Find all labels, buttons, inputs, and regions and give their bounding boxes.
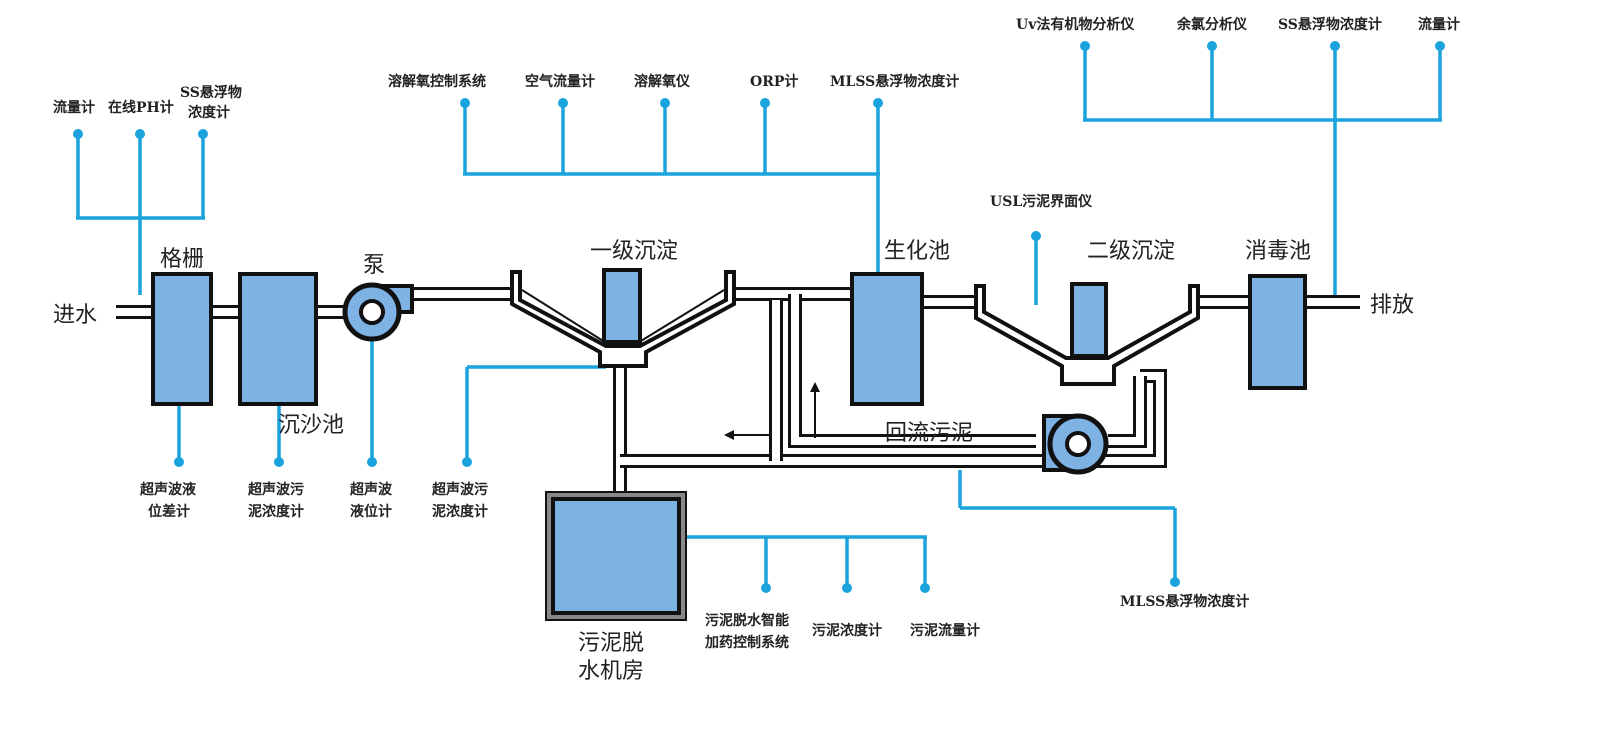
usl-sensor-icon	[1031, 231, 1041, 241]
mlss-top-sensor-icon	[873, 98, 883, 108]
level-diff-sensor-icon	[174, 457, 184, 467]
orp-sensor-icon	[760, 98, 770, 108]
do-meter-sensor-icon	[660, 98, 670, 108]
do-control-label: 溶解氧控制系统	[388, 73, 486, 90]
disinfection-label: 消毒池	[1245, 239, 1311, 264]
do-meter-label: 溶解氧仪	[634, 73, 691, 90]
uv-organic-label: Uv法有机物分析仪	[1016, 16, 1135, 33]
pipes	[116, 287, 1360, 492]
usl-instrument	[1031, 231, 1041, 305]
bio-tank-label: 生化池	[884, 239, 950, 264]
grille-label: 格栅	[160, 247, 204, 272]
inlet-instrument-tree	[73, 129, 208, 295]
secondary-settling-label: 二级沉淀	[1087, 239, 1175, 264]
bio-tank	[850, 272, 924, 406]
dewatering-room	[545, 491, 687, 621]
return-pump-icon	[1042, 413, 1109, 475]
grit-sludge-label-2: 泥浓度计	[248, 503, 304, 520]
pump-icon	[342, 282, 414, 342]
inlet-ss-sensor-icon	[198, 129, 208, 139]
mlss-top-label: MLSS悬浮物浓度计	[830, 73, 959, 90]
inlet-ph-sensor-icon	[135, 129, 145, 139]
inlet-flow-sensor-icon	[73, 129, 83, 139]
pump-level-sensor-icon	[367, 457, 377, 467]
primary-sludge-sensor-icon	[462, 457, 472, 467]
bio-instrument-tree	[460, 98, 883, 272]
dewatering-label-2: 水机房	[578, 659, 644, 684]
grit-sludge-label-1: 超声波污	[247, 481, 304, 498]
dewatering-label-1: 污泥脱	[578, 631, 644, 656]
air-flow-label: 空气流量计	[525, 73, 595, 90]
bottom-instruments	[174, 330, 1180, 593]
pump-level-label-2: 液位计	[350, 503, 392, 520]
inlet-ss-label-2: 浓度计	[188, 104, 230, 121]
primary-settling-tank	[510, 268, 736, 368]
chlorine-sensor-icon	[1207, 41, 1217, 51]
sludge-flow-label: 污泥流量计	[910, 622, 980, 639]
mlss-bottom-sensor-icon	[1170, 577, 1180, 587]
sludge-flow-sensor-icon	[920, 583, 930, 593]
sludge-conc-label: 污泥浓度计	[812, 622, 882, 639]
pump-level-label-1: 超声波	[349, 481, 393, 498]
usl-label: USL污泥界面仪	[990, 193, 1093, 210]
grit-tank	[238, 272, 318, 406]
inlet-label: 进水	[53, 303, 97, 328]
dosing-label-1: 污泥脱水智能	[705, 612, 789, 629]
sludge-conc-sensor-icon	[842, 583, 852, 593]
uv-organic-sensor-icon	[1080, 41, 1090, 51]
level-diff-label-2: 位差计	[148, 503, 190, 520]
arrow-left-icon	[724, 430, 734, 440]
air-flow-sensor-icon	[558, 98, 568, 108]
outlet-ss-label: SS悬浮物浓度计	[1278, 16, 1382, 33]
disinfection-tank	[1248, 274, 1307, 390]
outlet-flow-label: 流量计	[1418, 16, 1460, 33]
inlet-flow-label: 流量计	[53, 99, 95, 116]
grit-tank-label: 沉沙池	[278, 413, 344, 438]
chlorine-label: 余氯分析仪	[1176, 16, 1248, 33]
outlet-flow-sensor-icon	[1435, 41, 1445, 51]
flow-arrows	[724, 382, 820, 440]
do-control-sensor-icon	[460, 98, 470, 108]
primary-sludge-label-2: 泥浓度计	[432, 503, 488, 520]
level-diff-label-1: 超声波液	[139, 481, 197, 498]
grit-sludge-sensor-icon	[274, 457, 284, 467]
pump-label: 泵	[363, 253, 385, 278]
secondary-settling-tank	[974, 282, 1200, 386]
arrow-up-icon	[810, 382, 820, 392]
outlet-label: 排放	[1370, 293, 1414, 318]
return-sludge-label: 回流污泥	[885, 421, 973, 446]
orp-label: ORP计	[750, 73, 798, 90]
grille-tank	[151, 272, 213, 406]
dosing-sensor-icon	[761, 583, 771, 593]
primary-sludge-label-1: 超声波污	[431, 481, 488, 498]
dosing-label-2: 加药控制系统	[704, 634, 789, 651]
inlet-ss-label-1: SS悬浮物	[180, 84, 242, 101]
outlet-ss-sensor-icon	[1330, 41, 1340, 51]
inlet-ph-label: 在线PH计	[108, 99, 174, 116]
outlet-instrument-tree	[1080, 41, 1445, 295]
primary-settling-label: 一级沉淀	[590, 239, 678, 264]
mlss-bottom-label: MLSS悬浮物浓度计	[1120, 593, 1249, 610]
